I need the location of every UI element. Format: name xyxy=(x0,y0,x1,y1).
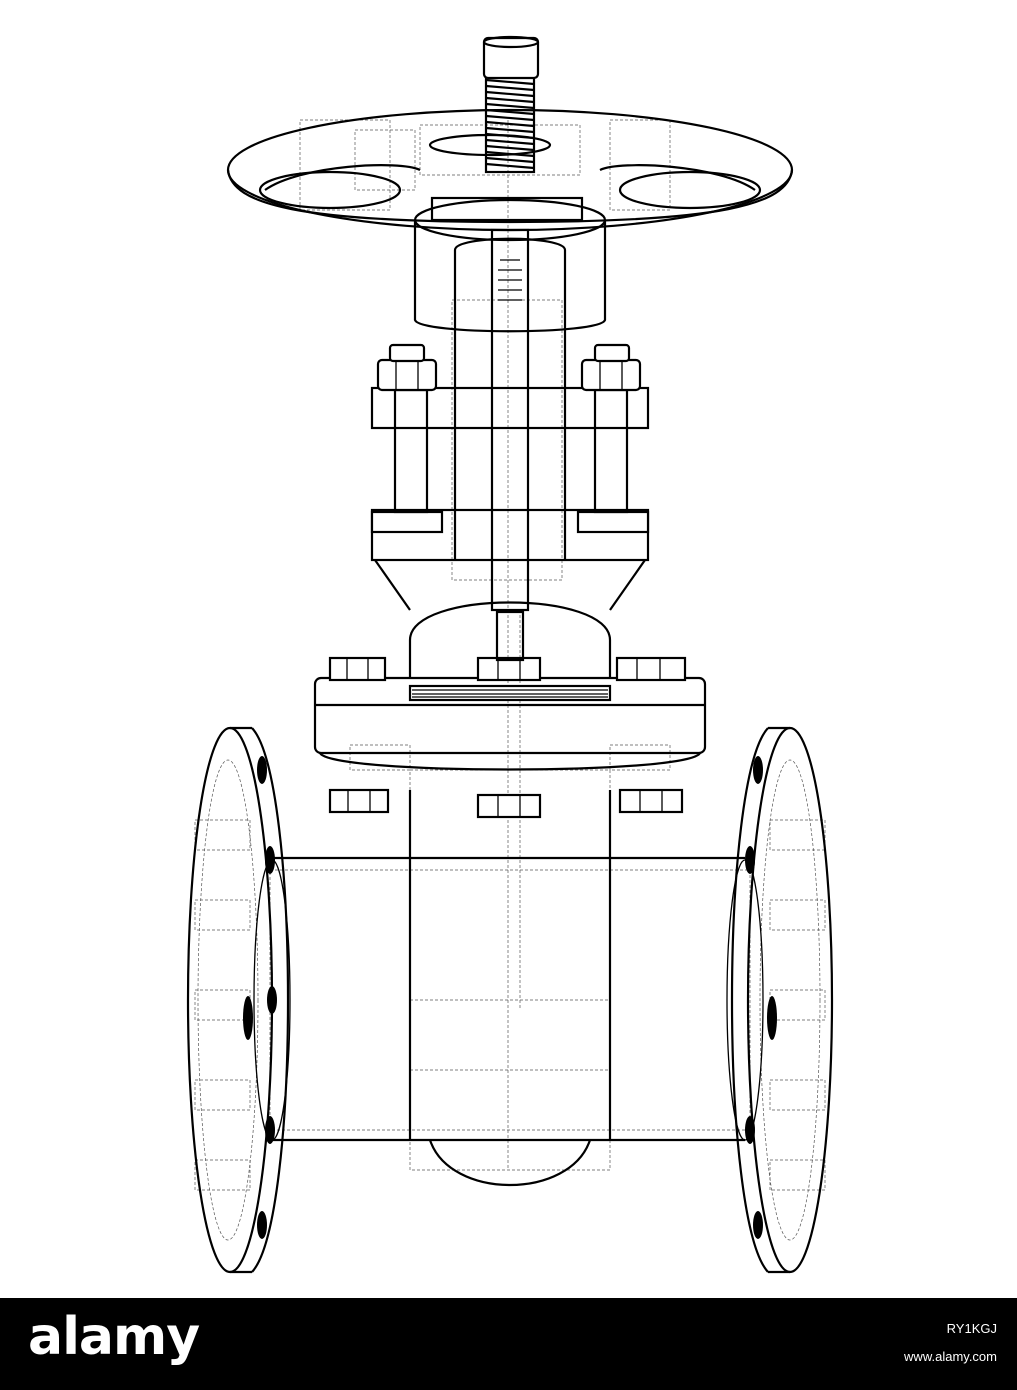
left-flange xyxy=(186,726,290,1274)
yoke-assembly xyxy=(370,343,650,562)
right-flange xyxy=(730,726,834,1274)
handwheel xyxy=(226,108,794,232)
website-url: www.alamy.com xyxy=(904,1349,997,1364)
stem-top xyxy=(482,35,540,174)
watermark-footer: alamy RY1KGJ www.alamy.com xyxy=(0,1298,1017,1390)
brand-logo: alamy xyxy=(28,1307,200,1367)
yoke-column xyxy=(453,228,567,612)
stem-housing xyxy=(413,196,607,333)
lower-body xyxy=(408,790,612,1187)
bonnet-flange xyxy=(313,656,707,819)
pipe-body xyxy=(253,856,764,1142)
stock-image-id: RY1KGJ xyxy=(946,1321,997,1336)
valve-drawing xyxy=(186,35,834,1274)
bonnet-neck xyxy=(374,559,646,678)
